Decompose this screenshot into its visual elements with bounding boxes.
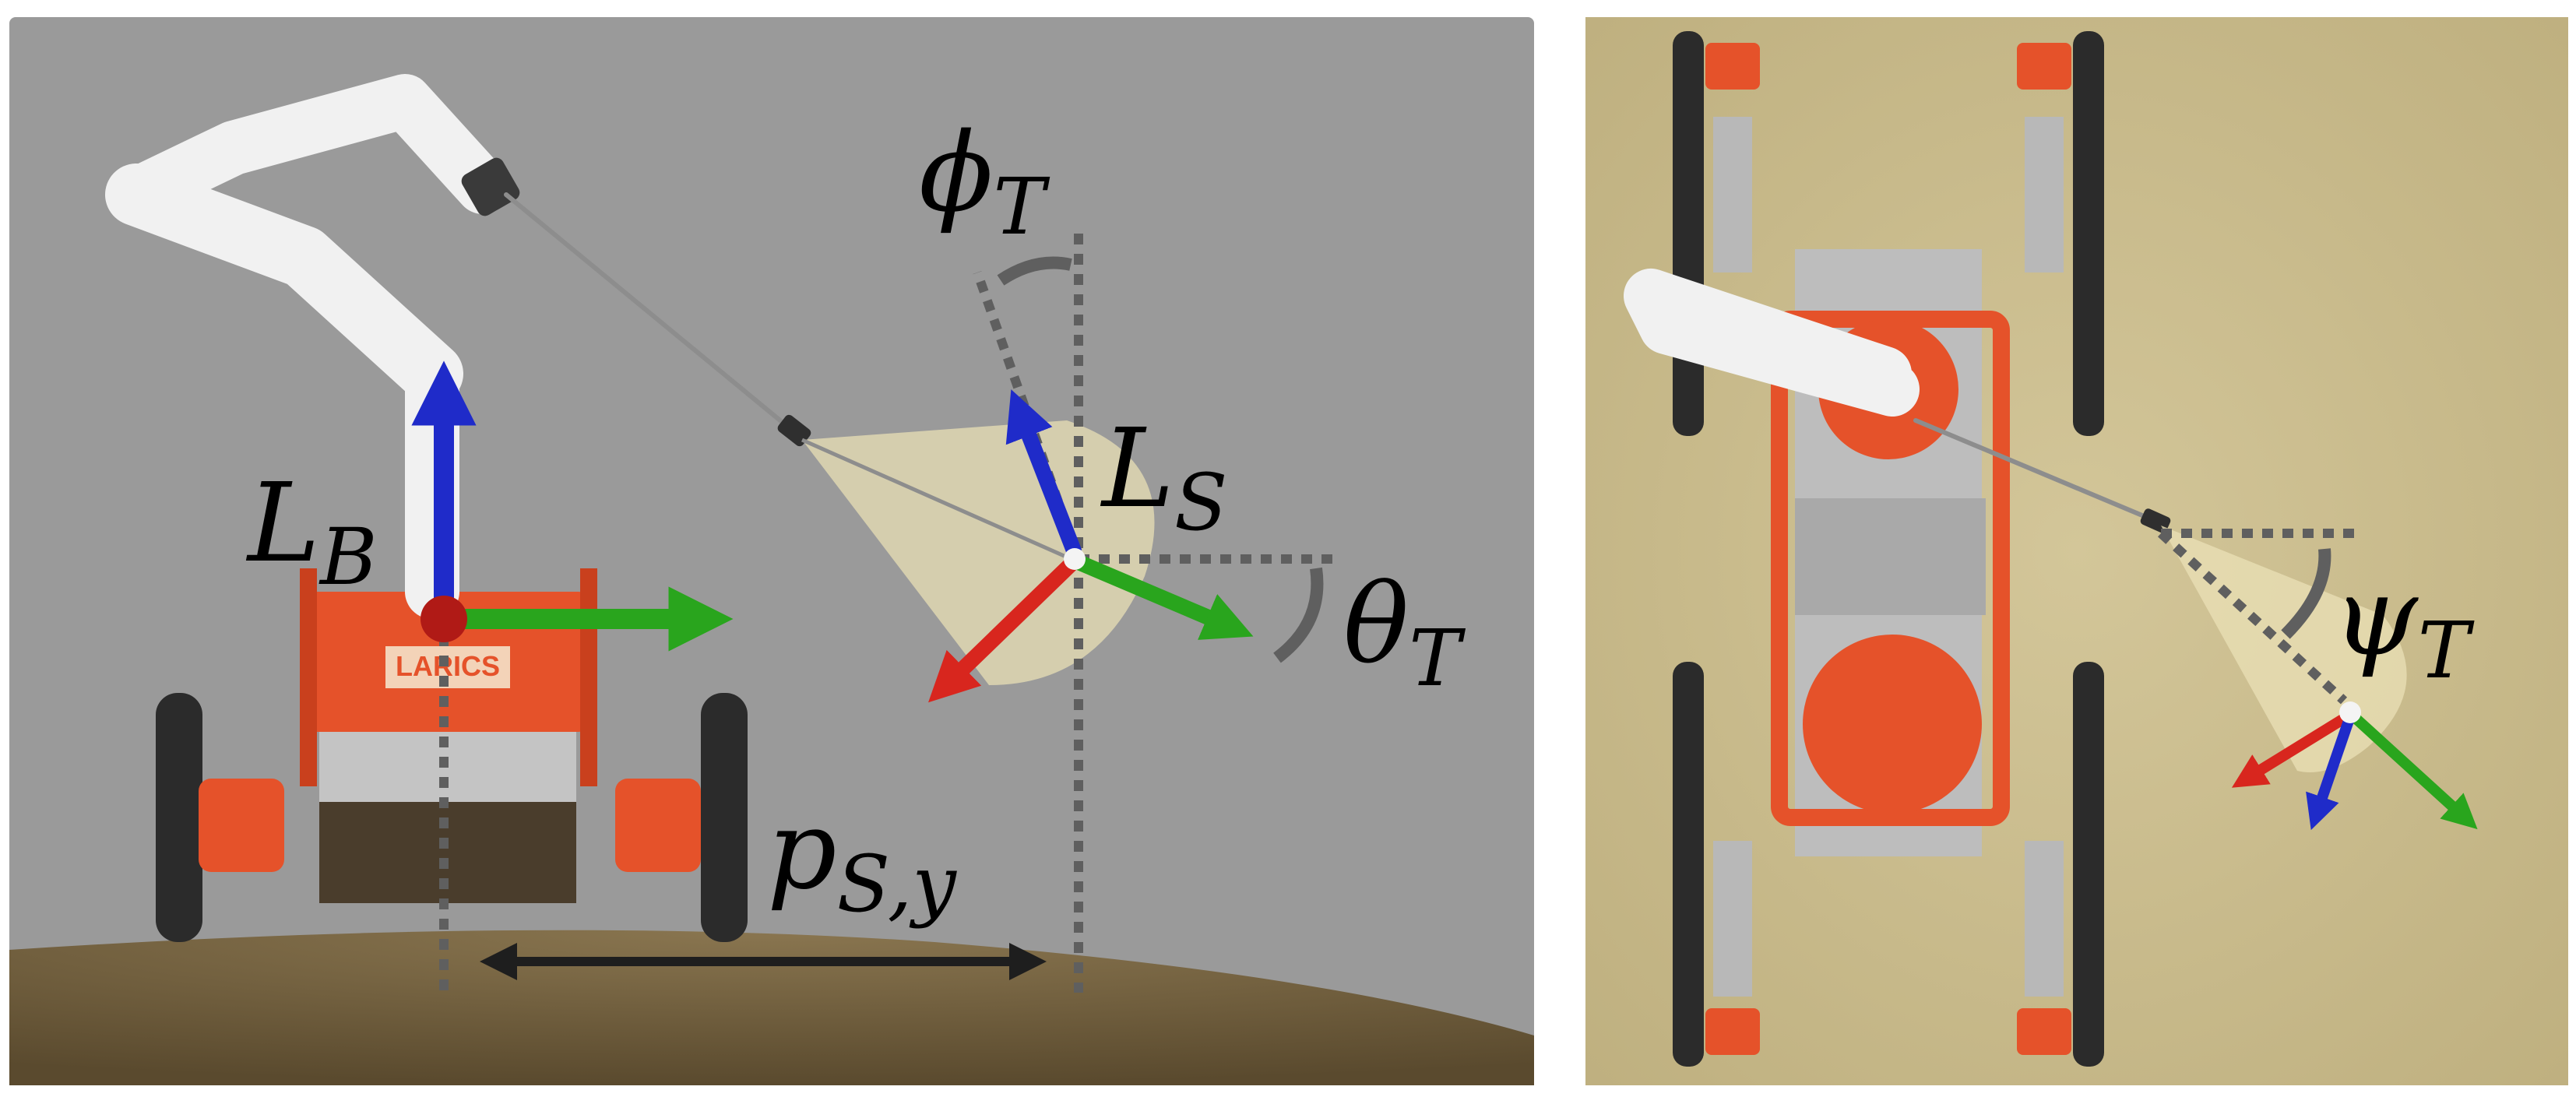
top-motor-3	[1705, 1008, 1760, 1055]
top-track-rear-right	[2073, 662, 2104, 1067]
top-suspension-1	[1713, 117, 1752, 272]
top-motor-2	[2017, 43, 2071, 90]
sensor-z-axis	[1005, 389, 1082, 556]
top-sensor-origin	[2339, 701, 2361, 723]
robot-body-frame-right	[580, 568, 597, 786]
label-sensor-frame: LS	[1100, 406, 1227, 548]
sensor-y-axis	[1072, 553, 1254, 640]
top-sensor-x-axis	[2231, 710, 2353, 788]
spray-nozzle	[777, 414, 811, 447]
top-motor-4	[2017, 1008, 2071, 1055]
base-origin	[421, 596, 467, 642]
right-track	[701, 693, 748, 942]
sensor-frame-axes	[928, 389, 1254, 703]
top-arm-body	[1624, 269, 1920, 417]
left-panel-side-view: LARICS	[9, 17, 1534, 1085]
top-suspension-2	[2025, 117, 2064, 272]
sensor-x-axis	[928, 558, 1076, 703]
ground-surface	[9, 930, 1534, 1085]
top-rear-disk	[1803, 635, 1982, 814]
robot-body-frame-left	[300, 568, 317, 786]
top-track-front-right	[2073, 31, 2104, 436]
label-distance: pS,y	[767, 787, 957, 930]
label-phi-angle: ϕT	[919, 110, 1050, 252]
top-suspension-4	[2025, 841, 2064, 997]
base-frame-axes	[411, 360, 734, 652]
label-theta-angle: θT	[1343, 561, 1466, 704]
arm-tool-flange	[461, 157, 520, 216]
arm-link-3	[109, 74, 510, 222]
top-motor-1	[1705, 43, 1760, 90]
top-chassis-frame	[1771, 311, 2010, 826]
top-sensor-y-axis	[2348, 710, 2478, 830]
theta-angle-arc	[1273, 567, 1324, 663]
top-track-front-left	[1673, 31, 1704, 436]
psi-tilted-guide	[2157, 529, 2348, 705]
right-panel-top-view: ψT	[1585, 17, 2568, 1085]
top-sensor-frame-axes	[2231, 701, 2478, 831]
top-track-rear-left	[1673, 662, 1704, 1067]
psi-angle-arc	[2281, 548, 2331, 639]
guide-lines-right	[2157, 529, 2360, 705]
top-chassis-tube	[1795, 498, 1986, 615]
top-spray-lance	[1913, 418, 2159, 524]
spray-cone	[802, 420, 1155, 685]
top-sensor-z-axis	[2306, 714, 2356, 831]
sensor-origin	[1064, 548, 1086, 570]
left-track-motor	[199, 779, 284, 872]
label-psi-angle: ψT	[2332, 554, 2475, 696]
phi-angle-arc	[997, 256, 1072, 286]
left-panel-background	[9, 17, 1534, 1085]
left-track	[156, 693, 202, 942]
spray-centerline	[801, 438, 1076, 563]
label-base-frame: LB	[245, 460, 377, 603]
arm-link-2	[105, 163, 463, 405]
spray-lance	[504, 192, 797, 434]
right-track-motor	[615, 779, 701, 872]
top-suspension-3	[1713, 841, 1752, 997]
